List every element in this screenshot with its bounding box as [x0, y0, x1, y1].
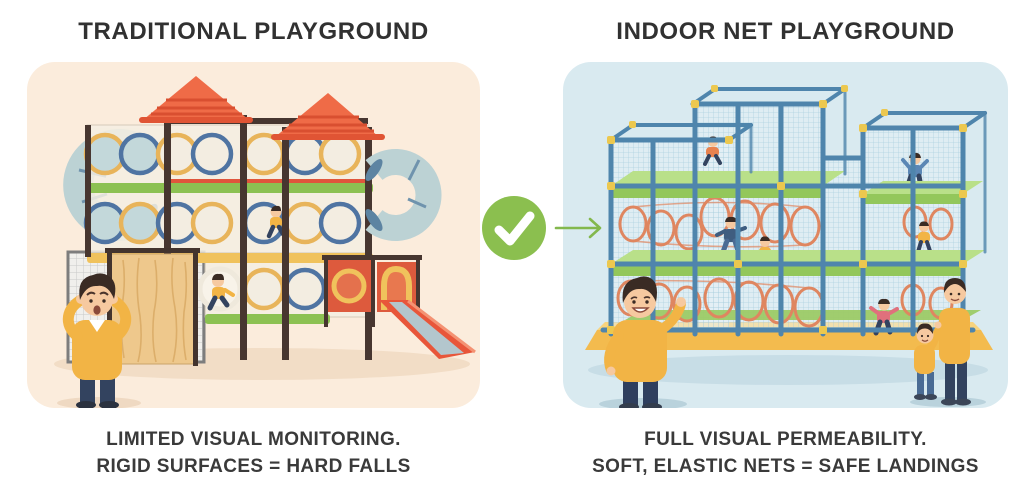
slide-assembly — [322, 255, 476, 359]
tower-roof-right — [271, 93, 385, 140]
porthole-row-top — [83, 132, 362, 176]
ground-shadow — [588, 355, 988, 385]
child-figure-2 — [266, 205, 286, 239]
left-caption: LIMITED VISUAL MONITORING. RIGID SURFACE… — [27, 428, 480, 479]
child-figure-1 — [207, 273, 235, 311]
check-circle-icon — [482, 196, 546, 260]
green-platforms — [611, 171, 985, 276]
happy-adult-figure — [599, 276, 687, 408]
worried-adult-figure — [57, 273, 141, 408]
right-caption: FULL VISUAL PERMEABILITY. SOFT, ELASTIC … — [563, 428, 1008, 479]
tower-roof-left — [139, 76, 253, 123]
right-panel-title: INDOOR NET PLAYGROUND — [616, 18, 955, 45]
traditional-playground-illustration — [54, 76, 476, 408]
child-yellow-right — [916, 221, 932, 254]
indoor-net-playground-illustration — [585, 85, 993, 408]
left-caption-line1: LIMITED VISUAL MONITORING. — [106, 429, 401, 450]
cage-frame — [600, 87, 987, 337]
arrow-right-icon — [554, 217, 602, 239]
right-caption-line1: FULL VISUAL PERMEABILITY. — [644, 429, 927, 450]
wood-panel — [105, 248, 200, 366]
comparison-badge — [480, 186, 610, 272]
porthole-row-bottom — [197, 266, 327, 312]
frame-joints — [607, 85, 967, 334]
porthole-row-middle — [83, 201, 362, 245]
indoor-net-playground-panel — [563, 62, 1008, 408]
adult-child-pair — [910, 278, 986, 407]
frame-posts — [85, 115, 372, 360]
left-caption-line2: RIGID SURFACES = HARD FALLS — [96, 456, 411, 477]
right-caption-line2: SOFT, ELASTIC NETS = SAFE LANDINGS — [592, 456, 979, 477]
left-panel-title: TRADITIONAL PLAYGROUND — [78, 18, 429, 45]
traditional-playground-panel — [27, 62, 480, 408]
right-c-tube — [365, 149, 442, 241]
